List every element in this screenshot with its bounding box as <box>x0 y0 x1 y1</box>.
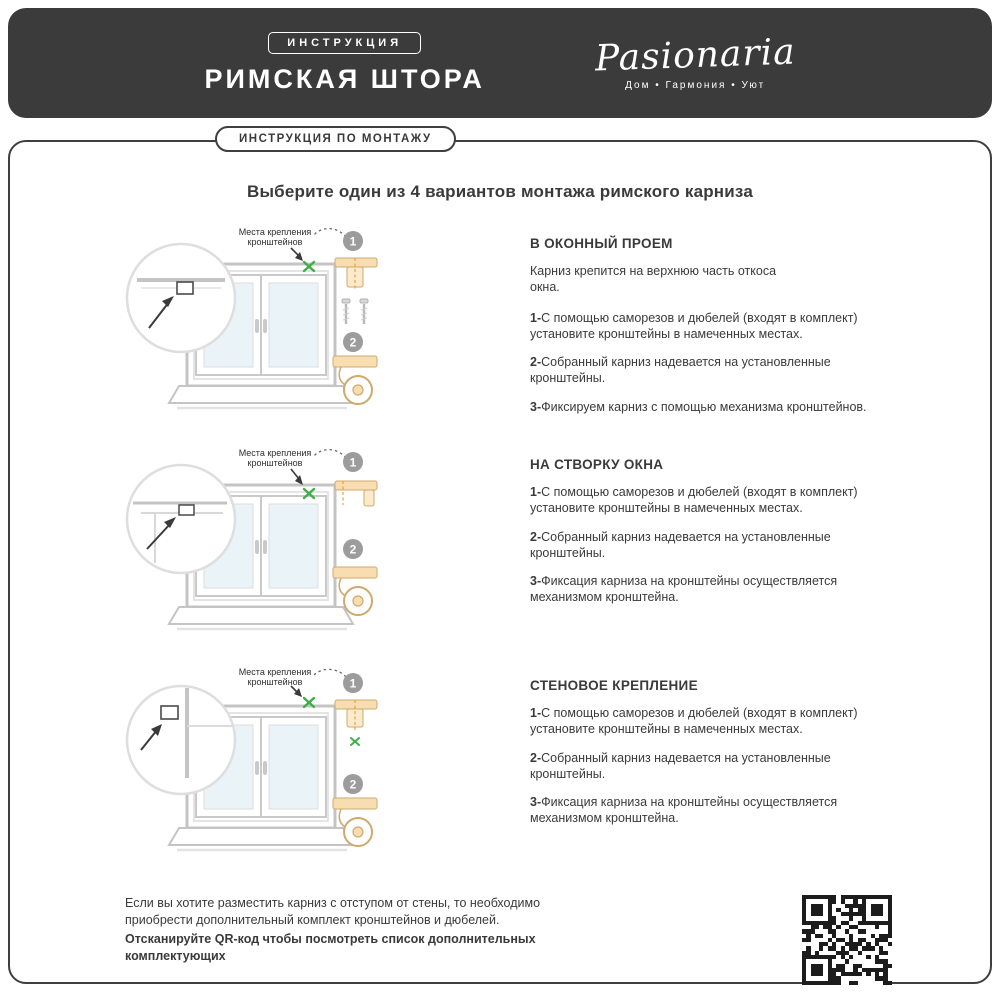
svg-text:1: 1 <box>350 677 357 691</box>
step-3: 3-Фиксация карниза на кронштейны осущест… <box>530 574 838 605</box>
step-2: 2-Собранный карниз надевается на установ… <box>530 529 831 560</box>
window-illustration-svg: Места крепления кронштейнов 1 <box>125 667 378 852</box>
step-3: 3-Фиксируем карниз с помощью механизма к… <box>530 399 867 414</box>
step-2: 2-Собранный карниз надевается на установ… <box>530 355 831 386</box>
variant-row-wall-mount: Места крепления кронштейнов 1 <box>50 666 950 881</box>
bracket-icon <box>334 699 378 746</box>
mount-label-line1: Места крепления <box>239 227 312 237</box>
variant-text-2: НА СТВОРКУ ОКНА 1-С помощью саморезов и … <box>530 445 898 660</box>
window-illustration-svg: Места крепления кронштейнов 1 <box>125 448 378 631</box>
page-title: РИМСКАЯ ШТОРА <box>204 63 485 94</box>
step1-badge: 1 <box>343 452 363 472</box>
brand-logo: Pasionaria Дом • Гармония • Уют <box>594 31 797 91</box>
step-3: 3-Фиксация карниза на кронштейны осущест… <box>530 795 838 826</box>
header: ИНСТРУКЦИЯ РИМСКАЯ ШТОРА Pasionaria Дом … <box>8 8 992 118</box>
bracket-icon <box>334 480 378 507</box>
variant-subtitle: Карниз крепится на верхнюю часть откоса … <box>530 264 777 295</box>
svg-text:2: 2 <box>350 778 357 792</box>
window-illustration-svg: Места крепления кронштейнов 1 <box>125 227 378 410</box>
window-illustration-2: Места крепления кронштейнов 1 <box>125 445 405 660</box>
step-2: 2-Собранный карниз надевается на установ… <box>530 750 831 781</box>
mount-label-line1: Места крепления <box>239 448 312 458</box>
variant-title: СТЕНОВОЕ КРЕПЛЕНИЕ <box>530 678 698 693</box>
step2-badge: 2 <box>343 774 363 794</box>
mount-label-line1: Места крепления <box>239 667 312 677</box>
step1-badge: 1 <box>343 231 363 251</box>
step1-badge: 1 <box>343 673 363 693</box>
mount-mark-icon <box>302 260 316 273</box>
footer: Если вы хотите разместить карниз с отсту… <box>50 895 950 985</box>
carrier-icon <box>332 566 378 616</box>
content-frame: ИНСТРУКЦИЯ ПО МОНТАЖУ Выберите один из 4… <box>8 126 992 985</box>
qr-code <box>802 895 892 985</box>
magnifier-detail <box>125 684 237 796</box>
svg-text:1: 1 <box>350 456 357 470</box>
magnifier-detail <box>125 463 237 575</box>
window-illustration-3: Места крепления кронштейнов 1 <box>125 666 405 881</box>
header-left: ИНСТРУКЦИЯ РИМСКАЯ ШТОРА <box>204 31 485 95</box>
mount-label-line2: кронштейнов <box>248 237 303 247</box>
header-tag: ИНСТРУКЦИЯ <box>268 31 422 54</box>
window-illustration-1: Места крепления кронштейнов 1 <box>125 224 405 439</box>
variant-text-3: СТЕНОВОЕ КРЕПЛЕНИЕ 1-С помощью саморезов… <box>530 666 898 881</box>
svg-text:2: 2 <box>350 336 357 350</box>
mount-label-line2: кронштейнов <box>248 677 303 687</box>
step-1: 1-С помощью саморезов и дюбелей (входят … <box>530 706 858 737</box>
mount-mark-icon <box>302 487 316 500</box>
variant-row-window-opening: Места крепления кронштейнов 1 <box>50 224 950 439</box>
brand-name: Pasionaria <box>594 31 797 80</box>
step-1: 1-С помощью саморезов и дюбелей (входят … <box>530 310 858 341</box>
carrier-icon <box>332 797 378 847</box>
magnifier-detail <box>125 242 237 354</box>
heading: Выберите один из 4 вариантов монтажа рим… <box>246 182 754 201</box>
footer-note: Если вы хотите разместить карниз с отсту… <box>125 896 541 927</box>
variant-row-window-sash: Места крепления кронштейнов 1 <box>50 445 950 660</box>
step2-badge: 2 <box>343 539 363 559</box>
variant-text-1: В ОКОННЫЙ ПРОЕМ Карниз крепится на верхн… <box>530 224 898 439</box>
footer-qr-note: Отсканируйте QR-код чтобы посмотреть спи… <box>125 931 536 963</box>
mount-label-line2: кронштейнов <box>248 458 303 468</box>
step2-badge: 2 <box>343 332 363 352</box>
footer-texts: Если вы хотите разместить карниз с отсту… <box>125 895 605 985</box>
svg-text:1: 1 <box>350 235 357 249</box>
svg-text:2: 2 <box>350 543 357 557</box>
variant-title: В ОКОННЫЙ ПРОЕМ <box>530 236 673 251</box>
carrier-icon <box>332 355 378 405</box>
mount-mark-icon <box>302 696 316 709</box>
step-1: 1-С помощью саморезов и дюбелей (входят … <box>530 485 858 516</box>
montage-tag: ИНСТРУКЦИЯ ПО МОНТАЖУ <box>215 126 456 152</box>
bracket-icon <box>334 257 378 324</box>
brand-tagline: Дом • Гармония • Уют <box>625 80 766 91</box>
variant-title: НА СТВОРКУ ОКНА <box>530 457 664 472</box>
